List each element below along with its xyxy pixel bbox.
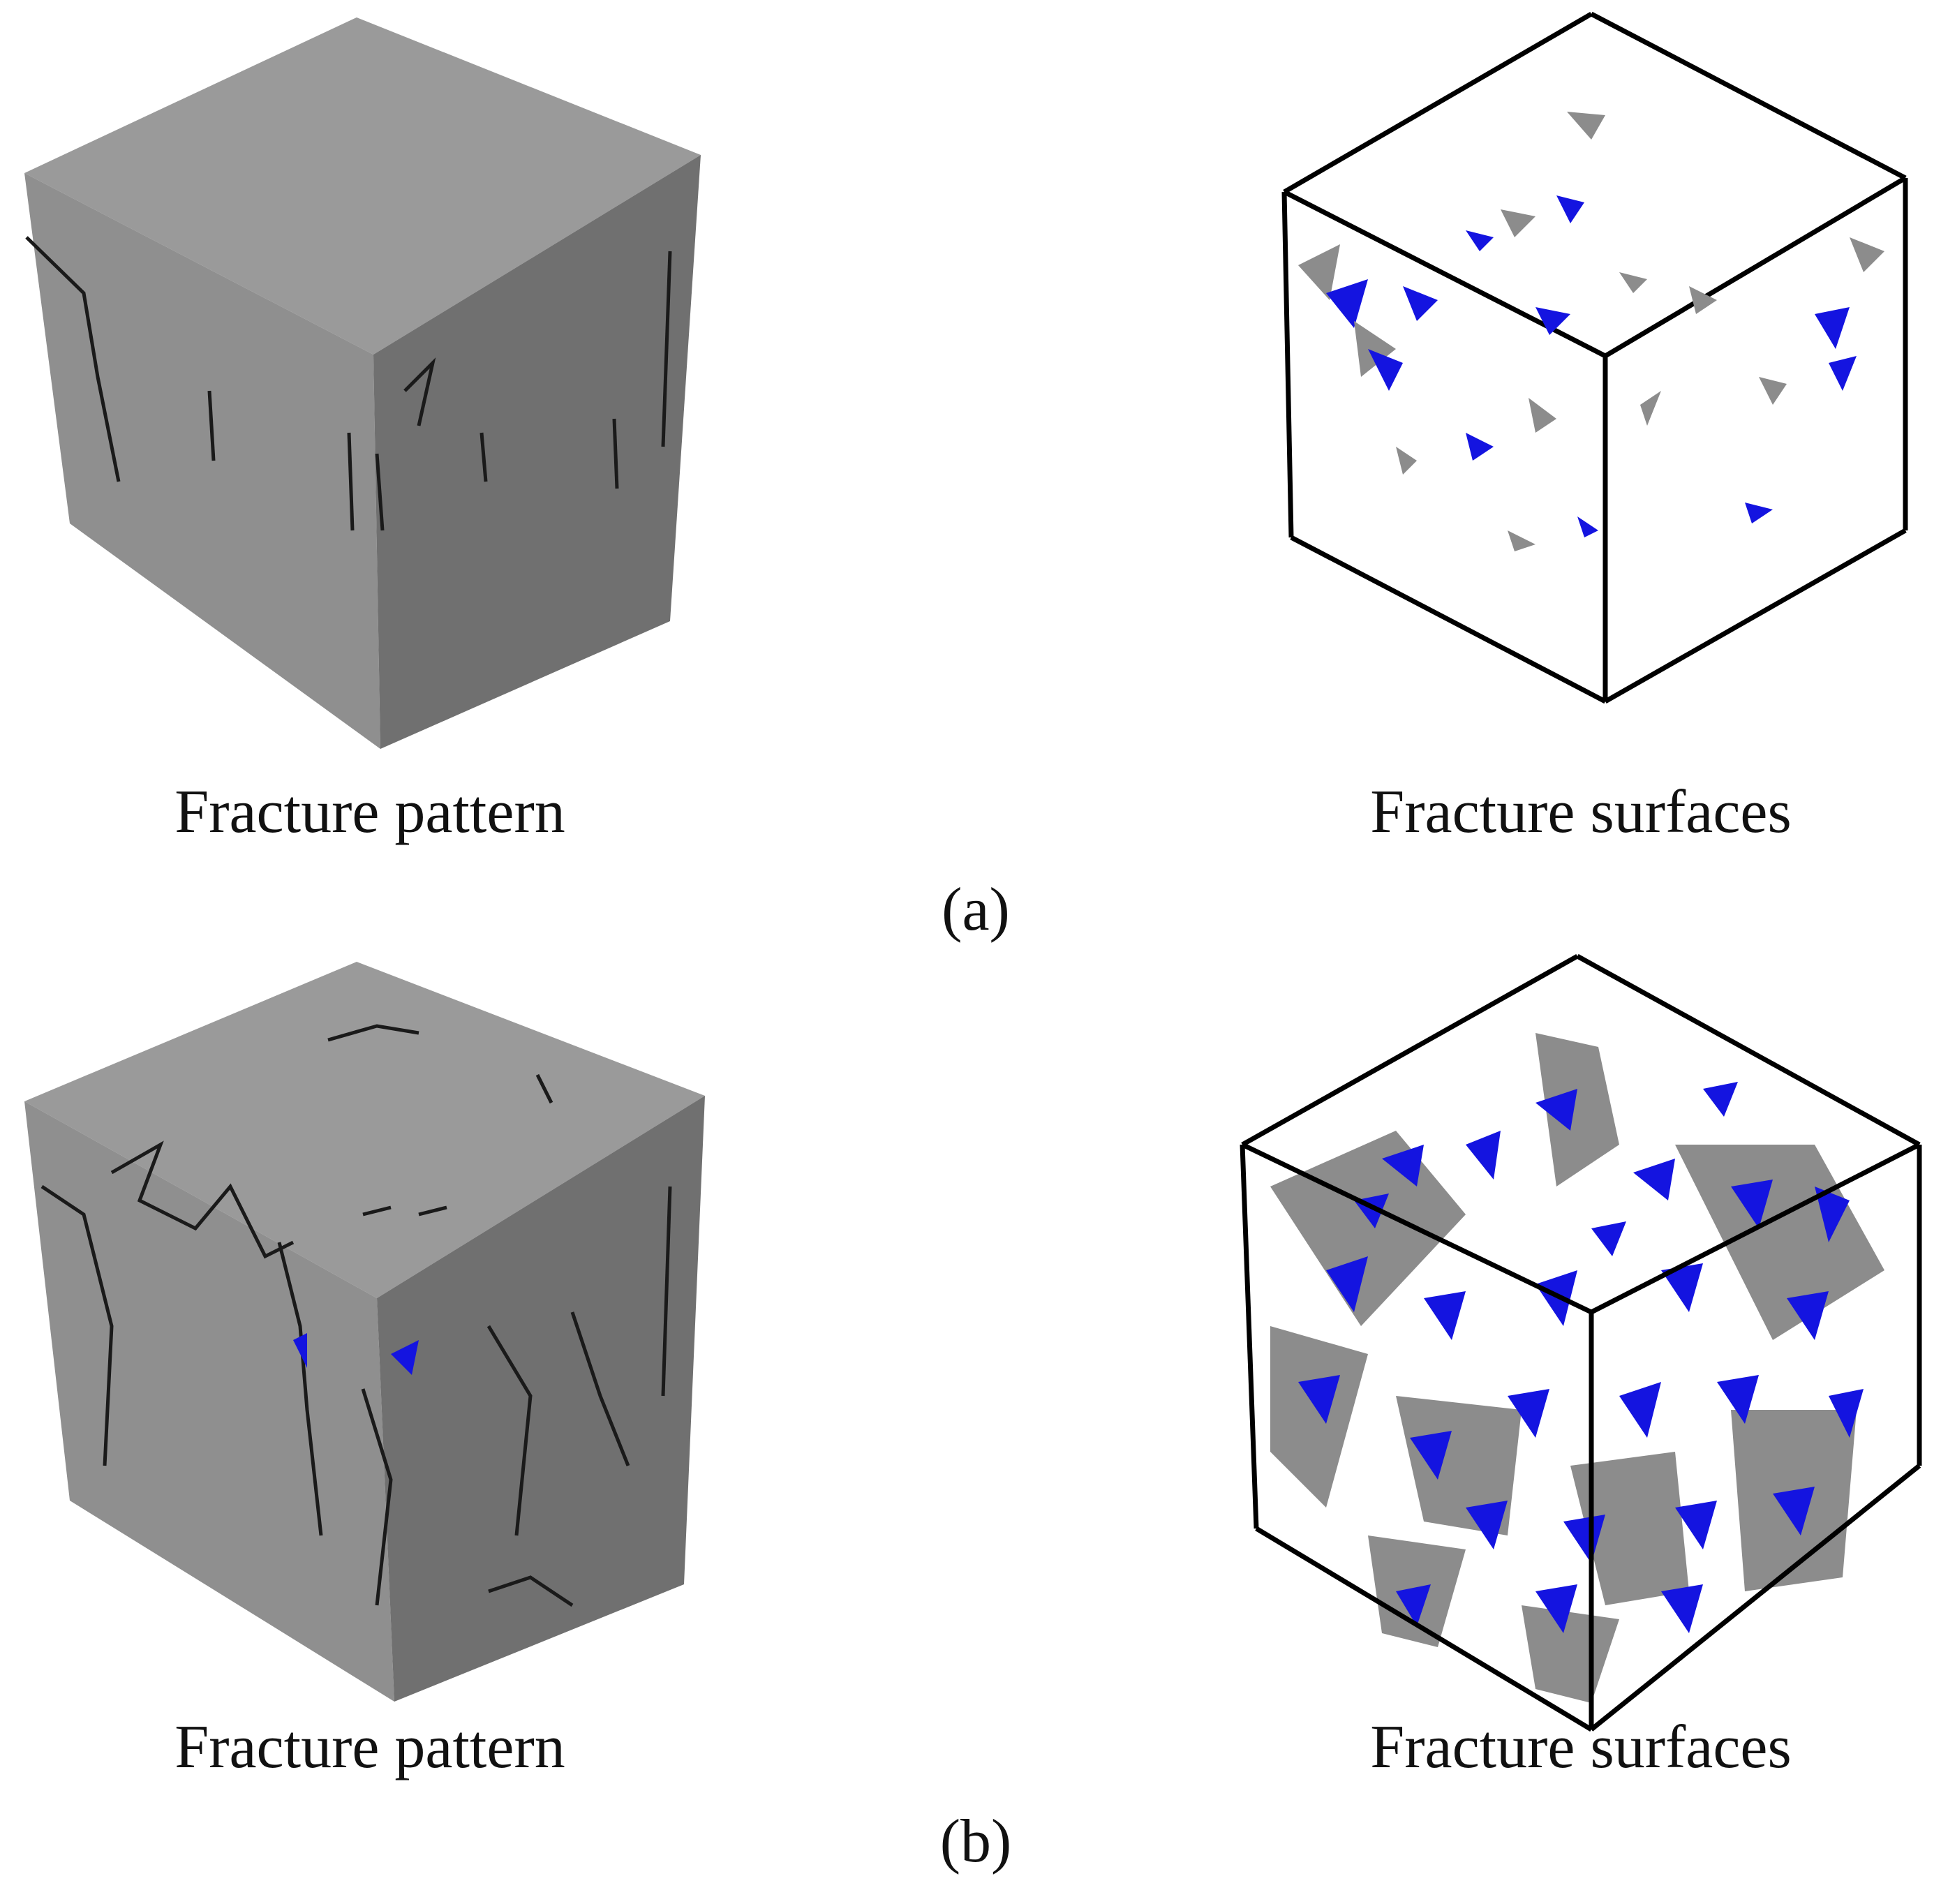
cube-a-left: [24, 173, 380, 749]
wireframe-a: [1281, 11, 1908, 704]
panel-label-b: (b): [939, 1808, 1012, 1875]
caption-a-left: Fracture pattern: [174, 778, 565, 846]
cube-a-right: [373, 155, 701, 749]
cube-b-cracks: [40, 1024, 672, 1607]
cube-b-top: [24, 962, 705, 1298]
cube-a: [24, 17, 701, 749]
cube-b-left: [24, 1101, 394, 1702]
caption-a-right: Fracture surfaces: [1370, 778, 1792, 846]
cube-a-top: [24, 17, 701, 355]
cube-a-cracks: [25, 236, 672, 531]
panel-label-a: (a): [942, 876, 1010, 944]
wireframe-a-fragments: [1298, 112, 1884, 551]
cube-b-right: [377, 1096, 705, 1702]
wireframe-b-edges: [1240, 953, 1922, 1732]
caption-b-right: Fracture surfaces: [1370, 1713, 1792, 1781]
wireframe-b-fragments: [1270, 1033, 1884, 1703]
wireframe-b: [1240, 953, 1922, 1732]
cube-b: [24, 962, 705, 1702]
caption-b-left: Fracture pattern: [174, 1713, 565, 1781]
cube-b-blue-gap-2: [293, 1333, 307, 1368]
wireframe-a-edges: [1281, 11, 1908, 704]
cube-b-blue-gap: [391, 1340, 419, 1375]
